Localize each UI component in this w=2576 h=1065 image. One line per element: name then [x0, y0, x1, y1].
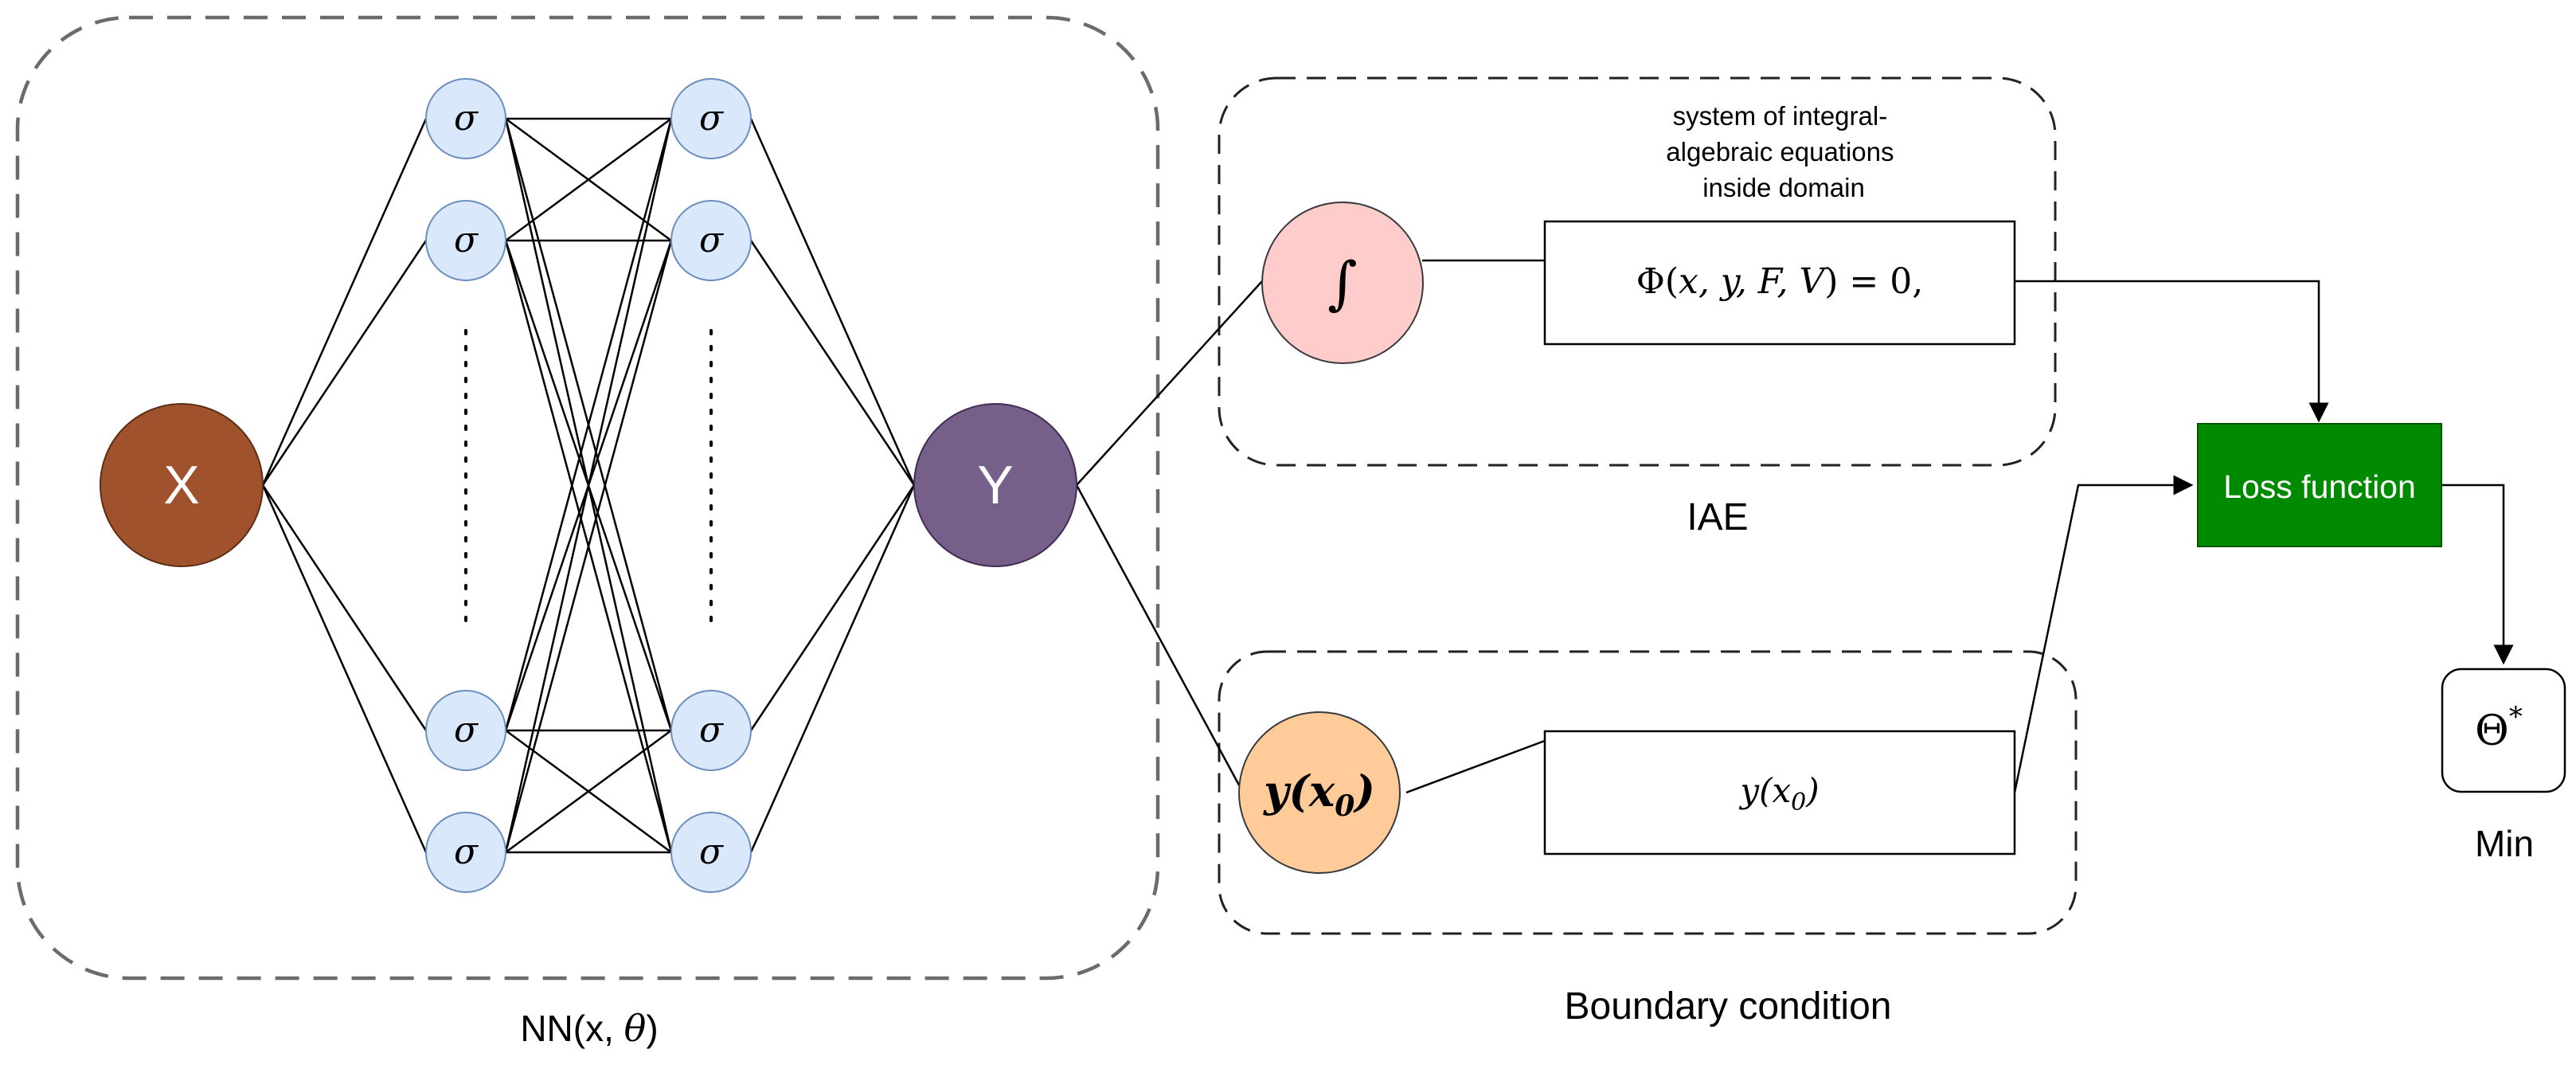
- hidden-neurons: σ σ σ σ σ σ σ σ: [425, 78, 752, 893]
- network-connections: [261, 117, 916, 854]
- min-caption: Min: [2475, 823, 2534, 864]
- input-edge-4: [261, 484, 428, 853]
- input-node: X: [100, 403, 264, 567]
- network-container: [15, 15, 1160, 981]
- output-edge-1: [749, 118, 916, 486]
- iae-description: system of integral- algebraic equations …: [1666, 101, 1901, 202]
- neuron-label: σ: [699, 710, 725, 750]
- neuron-l1-3: σ: [425, 690, 506, 771]
- neuron-label: σ: [699, 220, 725, 260]
- iae-container: [1218, 76, 2057, 467]
- hidden-edge-4-1: [504, 118, 673, 853]
- neuron-label: σ: [699, 98, 725, 139]
- integral-node: ∫: [1261, 202, 1424, 364]
- value-to-loss-arrow: [2013, 475, 2194, 793]
- neuron-l1-4: σ: [425, 812, 506, 893]
- flow-connections: [1075, 259, 2514, 794]
- output-edge-3: [749, 484, 916, 731]
- neuron-label: σ: [699, 832, 725, 872]
- input-edge-2: [261, 240, 428, 486]
- equation-text: Φ(x, y, F, V) = 0,: [1636, 261, 1923, 302]
- neuron-l2-1: σ: [670, 78, 752, 159]
- neuron-label: σ: [454, 710, 479, 750]
- boundary-caption: Boundary condition: [1565, 985, 1892, 1028]
- hidden-edge-3-1: [504, 118, 673, 731]
- output-edge-2: [749, 240, 916, 486]
- neuron-label: σ: [454, 832, 479, 872]
- loss-function-label: Loss function: [2223, 468, 2416, 505]
- network-caption: NN(x, θ): [520, 1007, 658, 1050]
- boundary-value-box: y(x0): [1543, 730, 2016, 856]
- equation-box: Φ(x, y, F, V) = 0,: [1543, 220, 2016, 346]
- boundary-to-value-line: [1405, 739, 1546, 794]
- loss-function-box: Loss function: [2197, 423, 2442, 547]
- output-node: Y: [913, 403, 1077, 567]
- integral-symbol: ∫: [1327, 249, 1358, 316]
- optimal-parameters-symbol: Θ*: [2475, 701, 2523, 755]
- hidden-edge-2-1: [505, 117, 672, 242]
- neuron-label: σ: [454, 98, 479, 139]
- y-to-boundary-line: [1075, 484, 1244, 792]
- neuron-l2-4: σ: [670, 812, 752, 893]
- iae-caption: IAE: [1687, 496, 1748, 538]
- y-to-integral-line: [1076, 280, 1263, 486]
- boundary-value-text: y(x0): [1738, 771, 1819, 816]
- equation-to-loss-arrow: [2015, 280, 2329, 423]
- input-edge-1: [261, 118, 428, 486]
- boundary-node-label: y(x0): [1263, 765, 1375, 823]
- optimal-parameters-box: Θ*: [2441, 668, 2566, 793]
- boundary-node: y(x0): [1238, 711, 1401, 874]
- neuron-l1-1: σ: [425, 78, 506, 159]
- hidden-edge-4-3: [505, 729, 672, 854]
- loss-to-min-arrow: [2441, 484, 2514, 665]
- hidden-edge-4-2: [504, 240, 673, 853]
- input-edge-3: [261, 484, 428, 731]
- boundary-container: [1218, 650, 2078, 935]
- neuron-l1-2: σ: [425, 200, 506, 281]
- neuron-l2-3: σ: [670, 690, 752, 771]
- neuron-l2-2: σ: [670, 200, 752, 281]
- neuron-label: σ: [454, 220, 479, 260]
- input-node-label: X: [163, 455, 199, 515]
- output-node-label: Y: [977, 455, 1013, 515]
- output-edge-4: [749, 484, 916, 853]
